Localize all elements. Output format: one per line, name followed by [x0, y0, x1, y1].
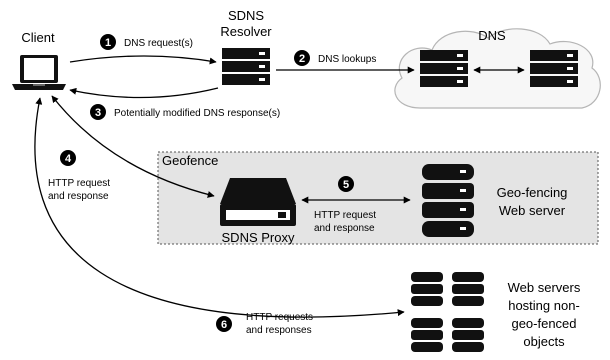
- geo-server-label-line2: Web server: [499, 203, 566, 218]
- resolver-label-line2: Resolver: [220, 24, 272, 39]
- step-5: 5 HTTP request and response: [314, 176, 376, 234]
- client-label: Client: [21, 30, 55, 45]
- web-servers-label-line3: geo-fenced: [511, 316, 576, 331]
- step-1-badge: [100, 34, 116, 50]
- step-6-number: 6: [221, 319, 227, 331]
- step-5-label-line2: and response: [314, 223, 375, 234]
- step-4: 4 HTTP request and response: [48, 150, 110, 202]
- step-3: 3 Potentially modified DNS response(s): [90, 104, 280, 120]
- proxy-label: SDNS Proxy: [222, 230, 295, 245]
- dns-server-left-icon: [420, 50, 468, 87]
- step-2-badge: [294, 50, 310, 66]
- step-2-number: 2: [299, 53, 305, 65]
- step-6-badge: [216, 316, 232, 332]
- step-2-label: DNS lookups: [318, 54, 376, 65]
- step-5-label-line1: HTTP request: [314, 210, 376, 221]
- step-3-number: 3: [95, 107, 101, 119]
- step-2: 2 DNS lookups: [294, 50, 376, 66]
- step-3-label: Potentially modified DNS response(s): [114, 108, 280, 119]
- geo-fencing-server-icon: [422, 164, 474, 237]
- resolver-server-icon: [222, 48, 270, 85]
- step-5-badge: [338, 176, 354, 192]
- step-5-number: 5: [343, 179, 349, 191]
- step-1-label: DNS request(s): [124, 38, 193, 49]
- dns-server-right-icon: [530, 50, 578, 87]
- arrow-step-6: [34, 97, 405, 318]
- geo-server-label-line1: Geo-fencing: [497, 185, 568, 200]
- dns-cloud-label: DNS: [478, 28, 506, 43]
- step-3-badge: [90, 104, 106, 120]
- web-servers-label-line1: Web servers: [508, 280, 581, 295]
- step-6-label-line1: HTTP requests: [246, 312, 313, 323]
- geofence-label: Geofence: [162, 153, 218, 168]
- web-servers-label-line4: objects: [523, 334, 565, 349]
- arrow-step-3: [69, 87, 219, 99]
- step-6: 6 HTTP requests and responses: [216, 312, 313, 336]
- step-1-number: 1: [105, 37, 111, 49]
- step-1: 1 DNS request(s): [100, 34, 193, 50]
- step-4-label-line2: and response: [48, 191, 109, 202]
- arrow-step-1: [69, 55, 217, 65]
- laptop-icon: [12, 55, 66, 90]
- step-6-label-line2: and responses: [246, 325, 312, 336]
- web-servers-label-line2: hosting non-: [508, 298, 580, 313]
- step-4-badge: [60, 150, 76, 166]
- web-servers-icon: [411, 272, 484, 352]
- resolver-label-line1: SDNS: [228, 8, 264, 23]
- step-4-number: 4: [65, 153, 72, 165]
- step-4-label-line1: HTTP request: [48, 178, 110, 189]
- proxy-server-icon: [220, 178, 296, 226]
